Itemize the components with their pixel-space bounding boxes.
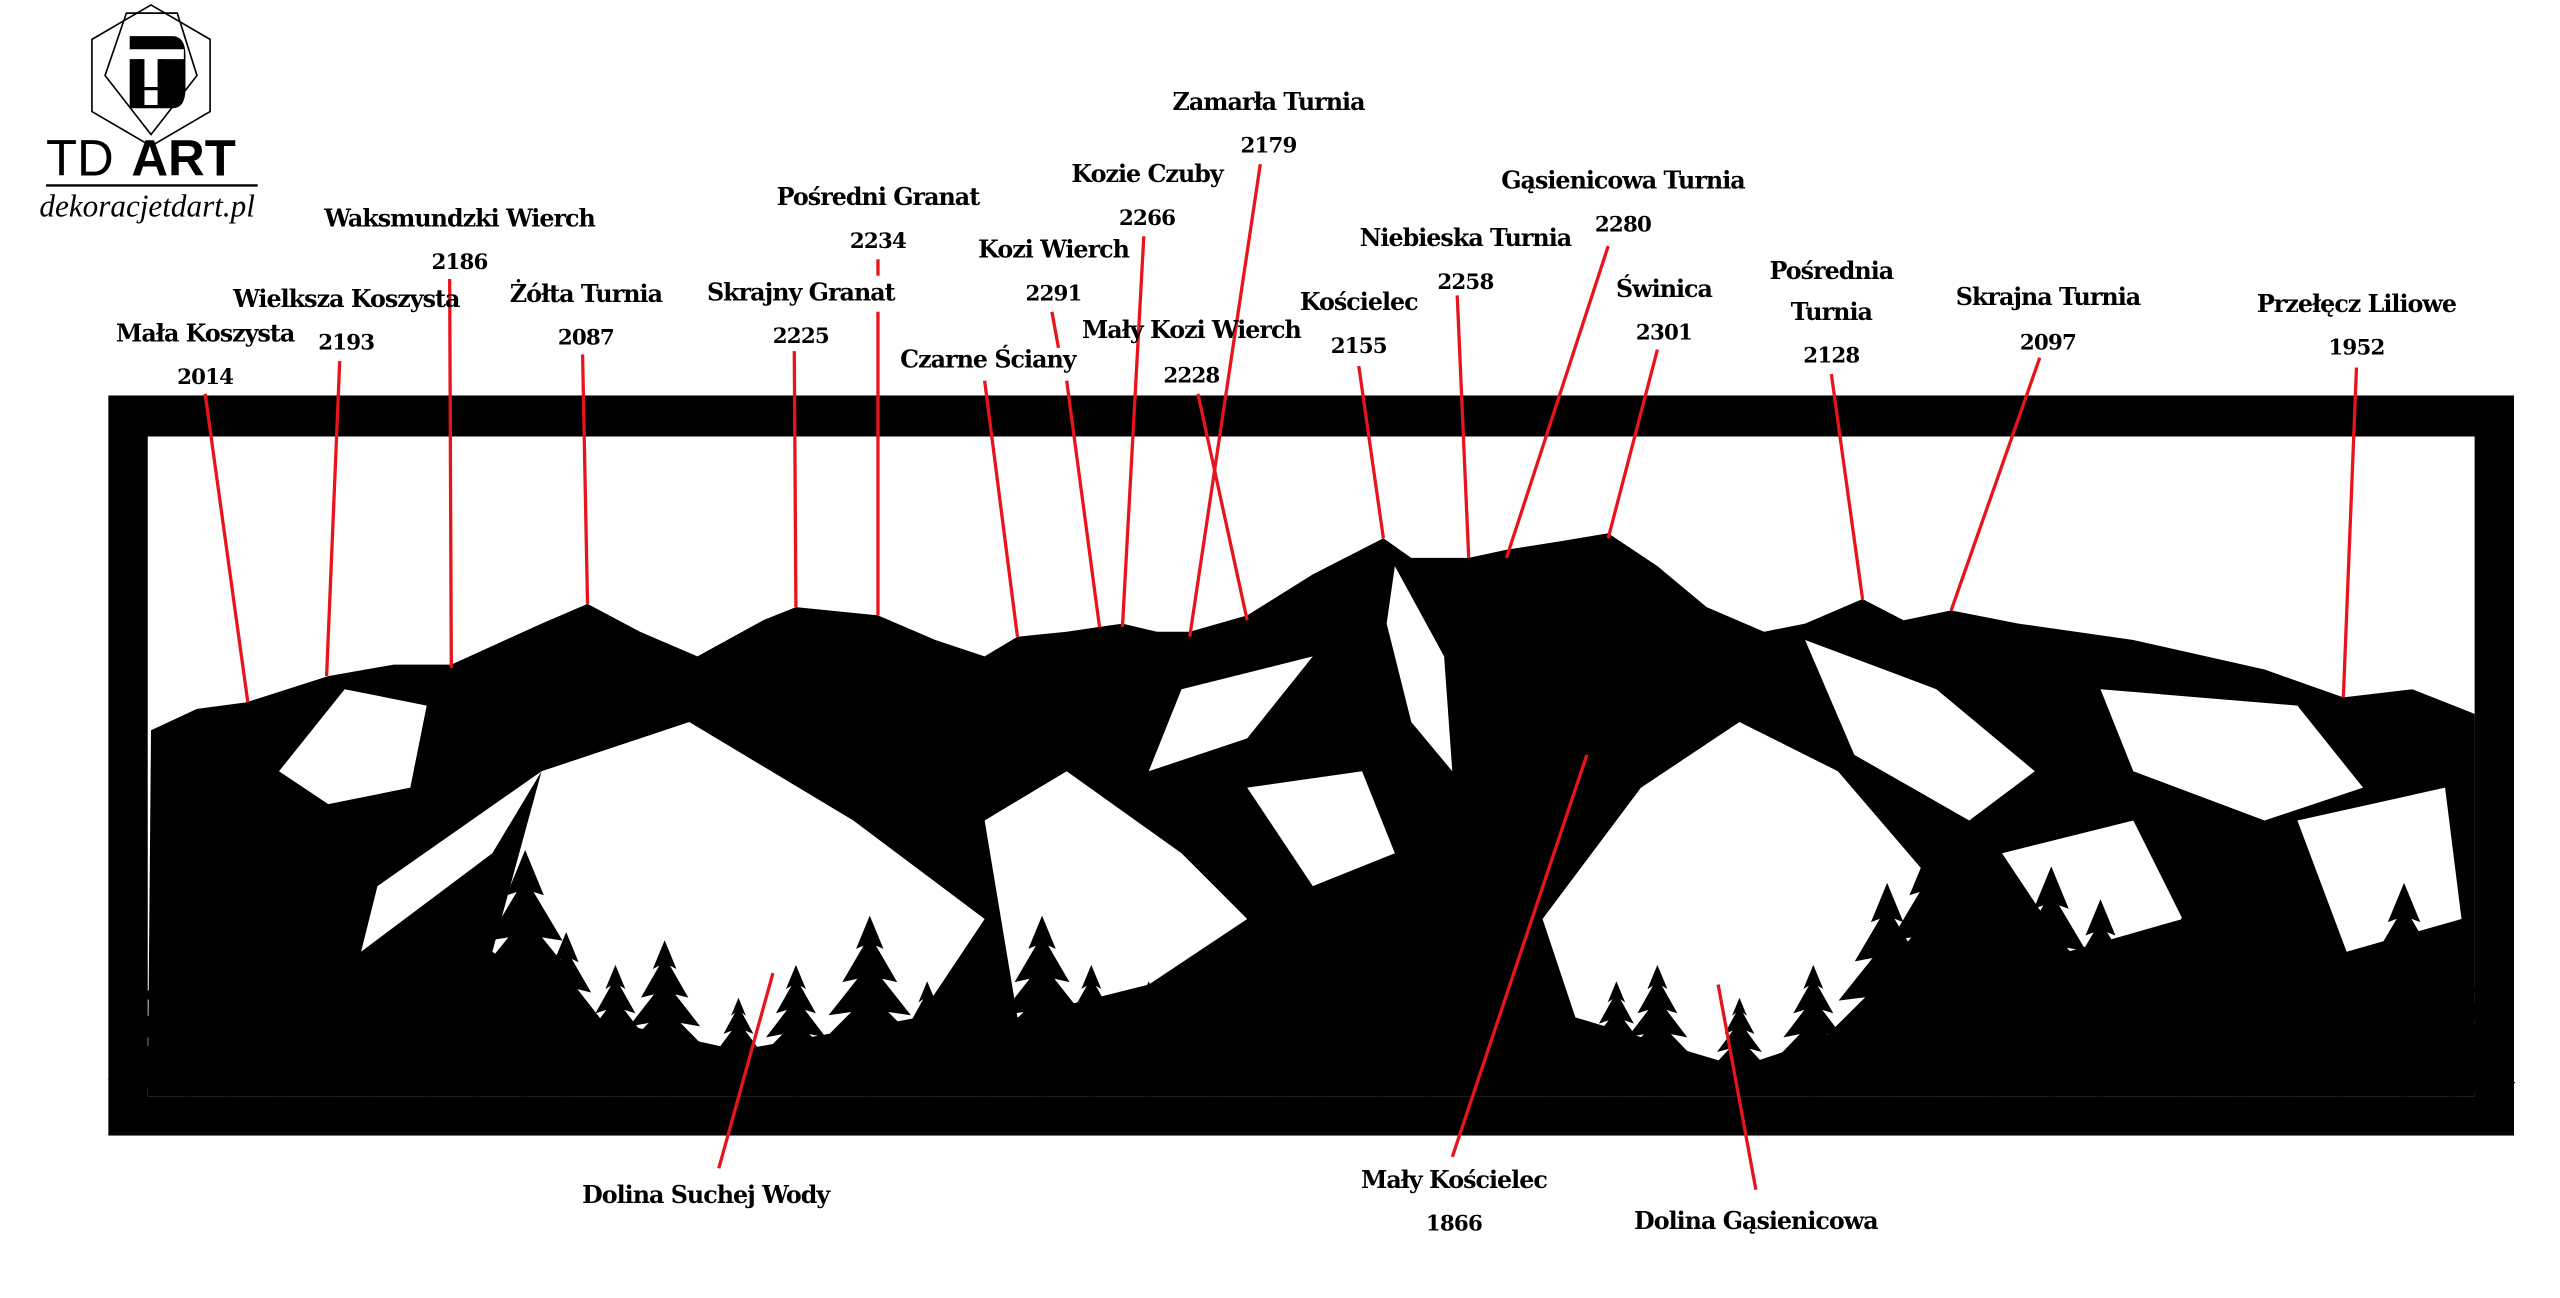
peak-name: Żółta Turnia <box>510 279 663 308</box>
peak-elevation: 2128 <box>1803 344 1859 369</box>
peak-name-line2: Turnia <box>1791 298 1873 326</box>
peak-name: Zamarła Turnia <box>1173 88 1366 116</box>
tree <box>503 932 629 1097</box>
tree <box>1390 997 1466 1097</box>
tree <box>746 964 846 1097</box>
peak-name: Czarne Ściany <box>900 345 1078 374</box>
valley-elevation: 1866 <box>1426 1212 1482 1237</box>
peak-name: Świnica <box>1616 274 1713 303</box>
peak-name: Pośrednia <box>1770 257 1894 285</box>
peak-name: Niebieska Turnia <box>1360 224 1572 252</box>
valley-name: Dolina Gąsienicowa <box>1634 1207 1878 1235</box>
peak-elevation: 2225 <box>773 324 829 349</box>
peak-elevation: 2280 <box>1595 212 1651 237</box>
tree <box>1806 882 1969 1097</box>
tree <box>2025 899 2176 1097</box>
peak-elevation: 2097 <box>2020 331 2076 356</box>
tree <box>2190 964 2290 1097</box>
tree <box>1702 997 1777 1097</box>
logo-art-text: ART <box>131 130 236 187</box>
peak-labels: Mała Koszysta 2014 Wielksza Koszysta 219… <box>116 88 2458 390</box>
peak-name: Gąsienicowa Turnia <box>1501 167 1745 195</box>
peak-name: Skrajna Turnia <box>1956 283 2141 311</box>
tree <box>701 997 776 1097</box>
peak-name: Skrajny Granat <box>707 278 896 306</box>
peak-name: Kozie Czuby <box>1071 160 1224 188</box>
peak-name: Przełęcz Liliowe <box>2257 290 2457 318</box>
peak-elevation: 2258 <box>1437 270 1493 295</box>
tree <box>1445 1014 1509 1097</box>
tree <box>1607 964 1708 1097</box>
peak-elevation: 2155 <box>1331 334 1387 359</box>
peak-elevation: 2186 <box>431 250 487 275</box>
tree <box>107 882 270 1097</box>
tree <box>1931 932 2057 1097</box>
peak-elevation: 2266 <box>1119 206 1175 231</box>
valley-name: Mały Kościelec <box>1361 1166 1547 1194</box>
tree <box>407 915 545 1097</box>
peak-elevation: 2291 <box>1026 281 1082 306</box>
tree <box>431 850 619 1097</box>
peak-name: Waksmundzki Wierch <box>323 204 595 232</box>
tree <box>605 940 724 1097</box>
leader-lines <box>203 163 2359 1190</box>
tree <box>973 915 1111 1097</box>
tree <box>928 948 1041 1097</box>
tree <box>1309 915 1448 1097</box>
peak-elevation: 2234 <box>850 229 906 254</box>
peak-elevation: 2193 <box>318 331 374 356</box>
tree <box>272 948 385 1097</box>
tree <box>1105 981 1193 1097</box>
logo-td-text: TD <box>46 130 114 187</box>
tree <box>2322 882 2486 1097</box>
mountain-silhouette <box>107 533 2516 1097</box>
tree <box>1271 964 1371 1097</box>
tree <box>1572 981 1661 1097</box>
peak-name: Kozi Wierch <box>978 236 1129 264</box>
tree <box>1763 964 1864 1097</box>
tree <box>2220 915 2358 1097</box>
tree <box>1041 964 1142 1097</box>
peak-elevation: 2087 <box>558 326 614 351</box>
peak-elevation: 2228 <box>1163 363 1219 388</box>
peak-elevation: 2179 <box>1240 134 1296 159</box>
logo-t-mark-icon <box>118 49 184 106</box>
peak-name: Wielksza Koszysta <box>232 285 460 313</box>
tree <box>325 981 413 1097</box>
tree <box>565 964 666 1097</box>
tree <box>1176 997 1252 1097</box>
peak-elevation: 1952 <box>2328 335 2384 360</box>
peak-name: Kościelec <box>1300 288 1418 316</box>
tree <box>2282 948 2395 1097</box>
valley-labels: Dolina Suchej Wody Mały Kościelec 1866 D… <box>582 1166 1879 1237</box>
tree <box>1223 948 1337 1097</box>
peak-elevation: 2301 <box>1636 321 1692 346</box>
tree <box>801 915 939 1097</box>
logo-url: dekoracjetdart.pl <box>39 189 254 224</box>
tree <box>1834 850 2022 1097</box>
tree <box>161 915 299 1097</box>
tree <box>1500 964 1601 1097</box>
valley-name: Dolina Suchej Wody <box>582 1181 831 1209</box>
tree <box>380 964 480 1097</box>
peak-name: Pośredni Granat <box>777 183 981 211</box>
tree <box>2113 915 2252 1097</box>
tree <box>883 981 971 1097</box>
peak-name: Mały Kozi Wierch <box>1082 316 1302 344</box>
logo-hexagon-icon <box>91 3 211 147</box>
peak-elevation: 2014 <box>177 365 233 390</box>
tree <box>2390 932 2516 1097</box>
tree <box>1963 866 2139 1097</box>
forest <box>107 850 2516 1097</box>
td-art-logo: TD ART dekoracjetdart.pl <box>39 3 258 224</box>
tree <box>185 850 373 1097</box>
peak-name: Mała Koszysta <box>116 319 295 347</box>
